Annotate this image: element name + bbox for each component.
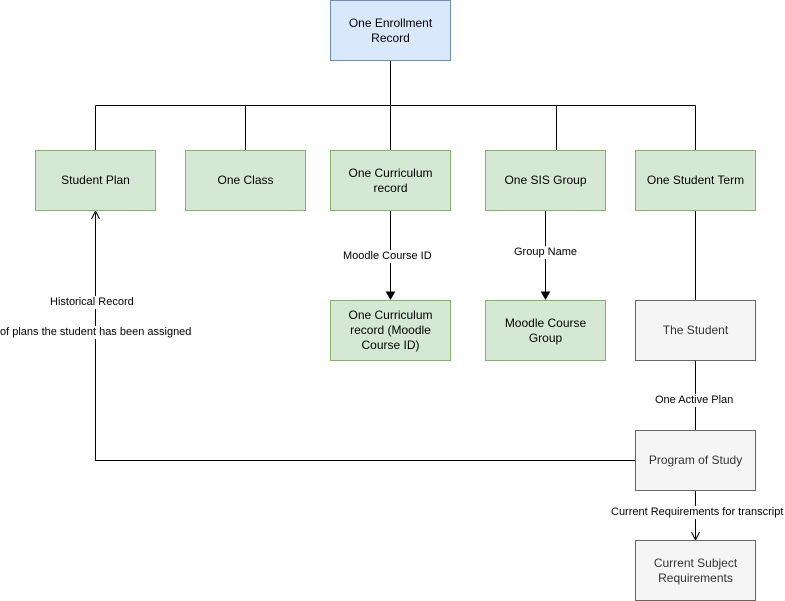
node-moodle-course-group[interactable]: Moodle Course Group xyxy=(485,300,606,361)
arrowhead-moodle-group xyxy=(540,291,551,301)
label-plans-assigned: of plans the student has been assigned xyxy=(0,326,192,339)
node-student-term[interactable]: One Student Term xyxy=(635,150,756,211)
node-enrollment-record[interactable]: One Enrollment Record xyxy=(330,0,451,61)
node-student-plan[interactable]: Student Plan xyxy=(35,150,156,211)
node-current-requirements[interactable]: Current Subject Requirements xyxy=(635,540,756,601)
label-one-active-plan: One Active Plan xyxy=(655,394,734,407)
node-program-of-study[interactable]: Program of Study xyxy=(635,430,756,491)
crows-foot-plan xyxy=(91,209,100,220)
node-curriculum-moodle[interactable]: One Curriculum record (Moodle Course ID) xyxy=(330,300,451,361)
label-historical-record: Historical Record xyxy=(50,296,134,309)
node-the-student[interactable]: The Student xyxy=(635,300,756,361)
label-moodle-course-id: Moodle Course ID xyxy=(343,250,432,263)
node-one-class[interactable]: One Class xyxy=(185,150,306,211)
label-current-requirements-transcript: Current Requirements for transcript xyxy=(611,506,784,519)
label-group-name: Group Name xyxy=(514,246,577,259)
arrowhead-curriculum xyxy=(385,291,396,301)
node-curriculum-record[interactable]: One Curriculum record xyxy=(330,150,451,211)
node-sis-group[interactable]: One SIS Group xyxy=(485,150,606,211)
connector-plan-to-program xyxy=(95,213,635,461)
